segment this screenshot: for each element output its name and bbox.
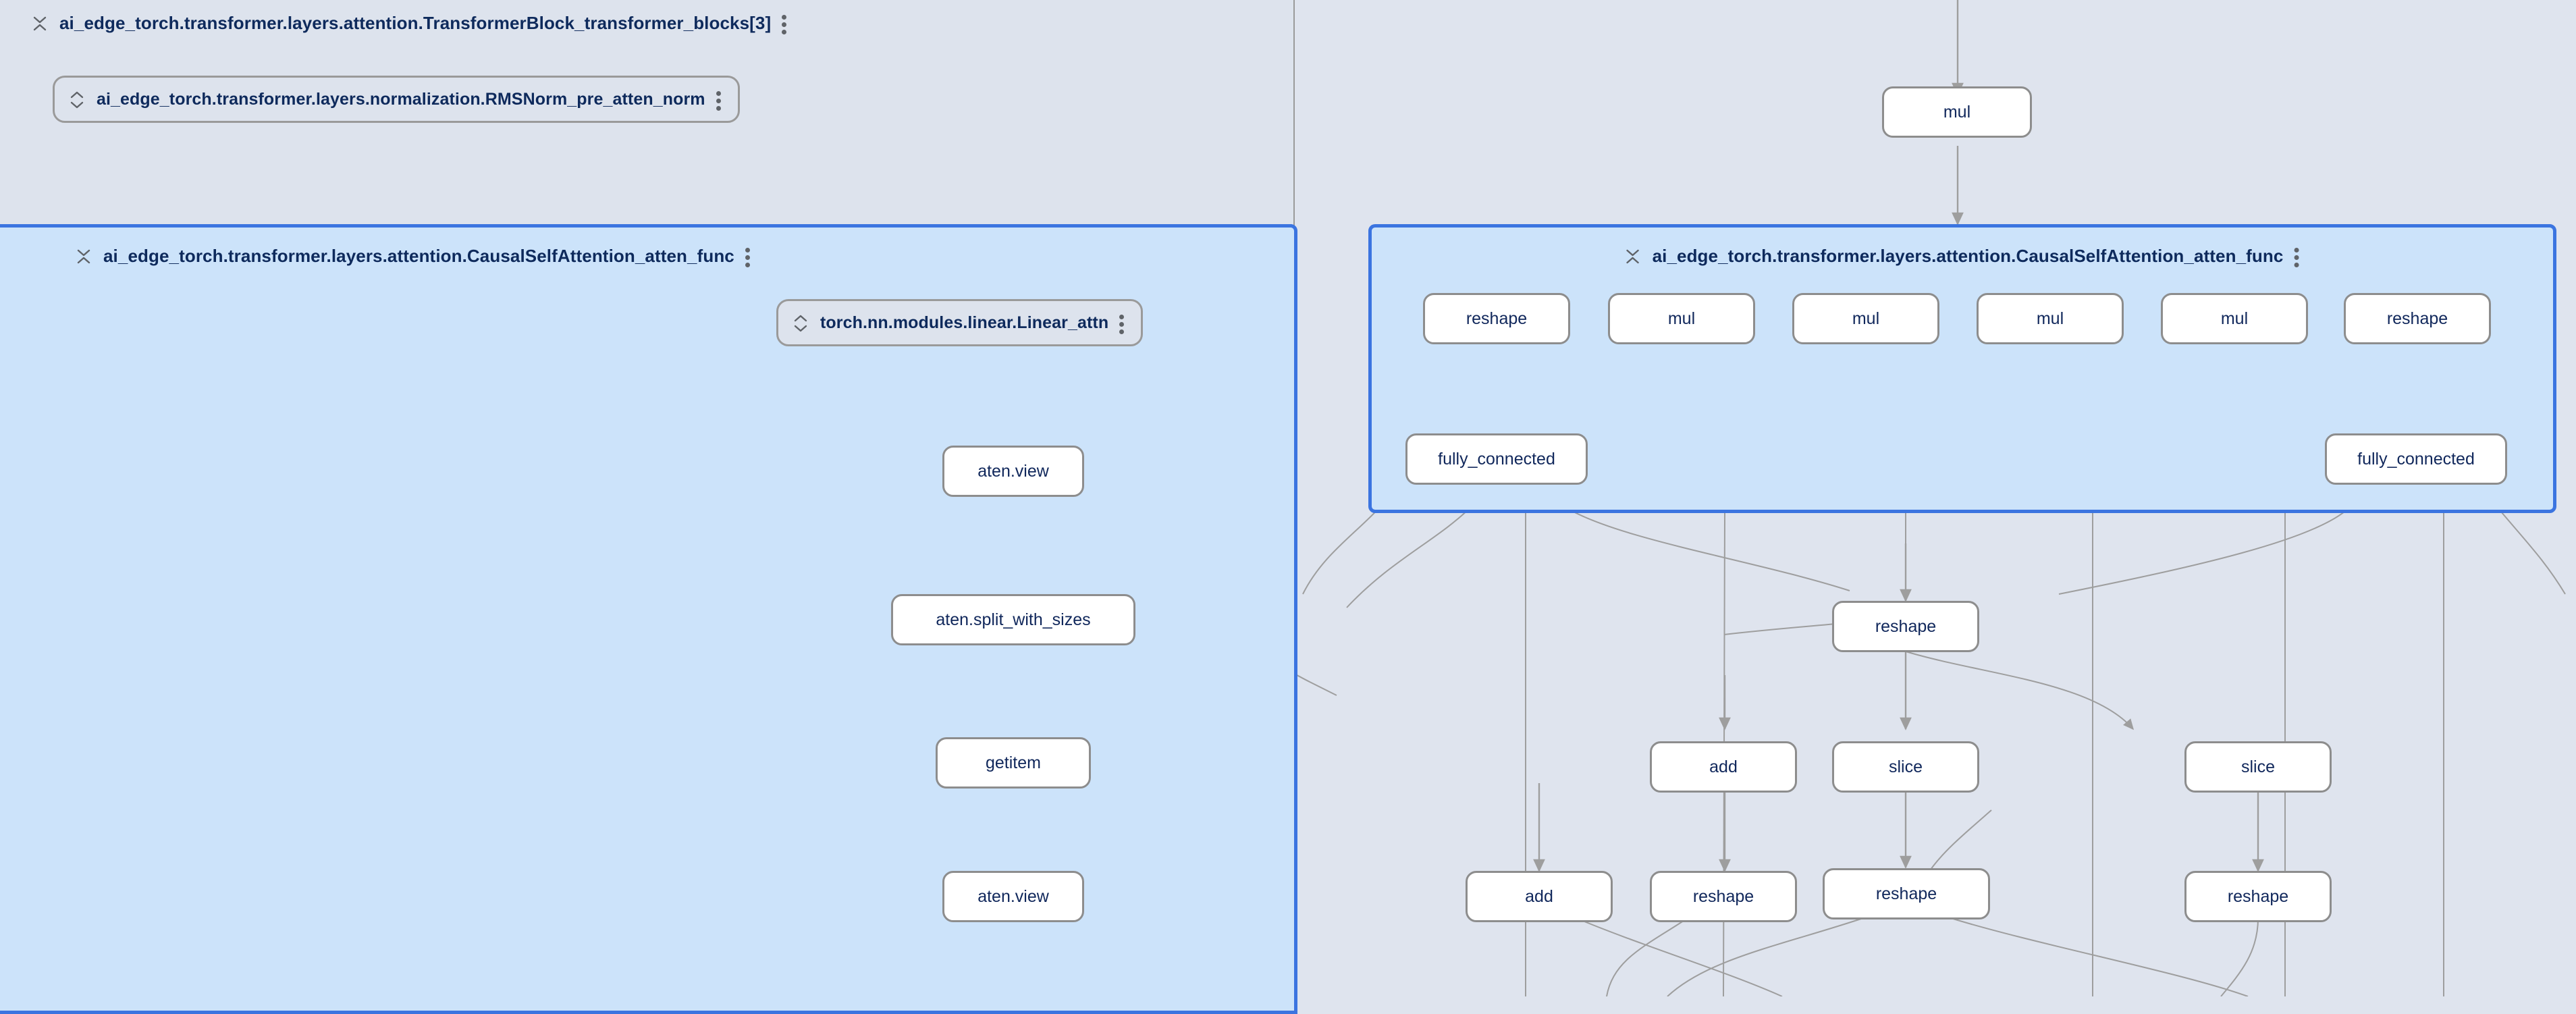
op-node-reshape-b2[interactable]: reshape	[1823, 868, 1990, 919]
op-node-mul-4[interactable]: mul	[2161, 293, 2308, 344]
op-node-mul-1[interactable]: mul	[1608, 293, 1755, 344]
layer-node-title: ai_edge_torch.transformer.layers.normali…	[97, 89, 705, 109]
group-title: ai_edge_torch.transformer.layers.attenti…	[103, 245, 734, 266]
op-node-mul-2[interactable]: mul	[1792, 293, 1939, 344]
expand-chevrons-icon[interactable]	[792, 311, 809, 334]
collapse-chevrons-icon[interactable]	[1624, 244, 1642, 267]
op-node-reshape-2[interactable]: reshape	[2344, 293, 2491, 344]
layer-node-title: torch.nn.modules.linear.Linear_attn	[820, 313, 1109, 332]
more-vert-icon[interactable]	[782, 11, 788, 34]
op-node-add-1[interactable]: add	[1650, 741, 1797, 793]
more-vert-icon[interactable]	[1119, 311, 1126, 334]
collapse-chevrons-icon[interactable]	[31, 11, 49, 34]
more-vert-icon[interactable]	[745, 244, 752, 267]
op-node-aten-split-with-sizes[interactable]: aten.split_with_sizes	[891, 594, 1135, 645]
more-vert-icon[interactable]	[716, 88, 723, 111]
group-title: ai_edge_torch.transformer.layers.attenti…	[1652, 245, 2284, 266]
group-title: ai_edge_torch.transformer.layers.attenti…	[59, 12, 772, 33]
op-node-getitem[interactable]: getitem	[936, 737, 1091, 789]
group-header[interactable]: ai_edge_torch.transformer.layers.attenti…	[57, 237, 752, 275]
layer-node-linear-attn[interactable]: torch.nn.modules.linear.Linear_attn	[776, 299, 1144, 346]
collapse-chevrons-icon[interactable]	[75, 244, 92, 267]
op-node-reshape-1[interactable]: reshape	[1423, 293, 1570, 344]
more-vert-icon[interactable]	[2294, 244, 2301, 267]
op-node-aten-view-2[interactable]: aten.view	[942, 871, 1084, 922]
op-node-mul-top[interactable]: mul	[1882, 86, 2032, 138]
op-node-fully-connected-2[interactable]: fully_connected	[2325, 433, 2507, 485]
op-node-reshape-mid[interactable]: reshape	[1832, 601, 1979, 652]
layer-node-rmsnorm[interactable]: ai_edge_torch.transformer.layers.normali…	[53, 76, 740, 123]
op-node-reshape-b1[interactable]: reshape	[1650, 871, 1797, 922]
op-node-reshape-b3[interactable]: reshape	[2184, 871, 2332, 922]
expand-chevrons-icon[interactable]	[68, 88, 86, 111]
op-node-slice-1[interactable]: slice	[1832, 741, 1979, 793]
op-node-add-2[interactable]: add	[1466, 871, 1613, 922]
op-node-fully-connected-1[interactable]: fully_connected	[1405, 433, 1588, 485]
op-node-slice-2[interactable]: slice	[2184, 741, 2332, 793]
group-header[interactable]: ai_edge_torch.transformer.layers.attenti…	[14, 4, 788, 42]
op-node-aten-view[interactable]: aten.view	[942, 446, 1084, 497]
op-node-mul-3[interactable]: mul	[1977, 293, 2124, 344]
group-header[interactable]: ai_edge_torch.transformer.layers.attenti…	[1624, 237, 2301, 275]
